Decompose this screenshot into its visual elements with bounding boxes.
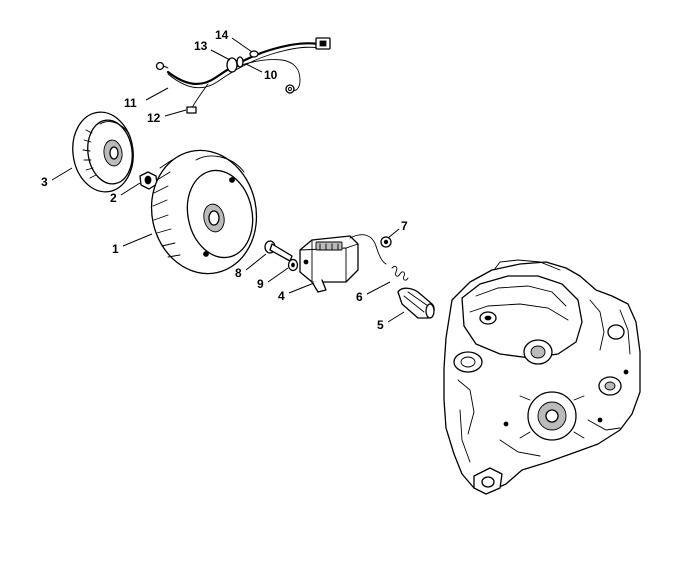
callout-9: 9 — [257, 277, 264, 291]
callout-leaders — [51, 37, 405, 323]
callout-14: 14 — [215, 28, 229, 42]
wiring-harness — [155, 37, 331, 114]
callout-7: 7 — [401, 219, 408, 233]
callout-2: 2 — [110, 191, 117, 205]
part-8-screw — [264, 240, 293, 262]
callout-labels: 1 2 3 4 5 6 7 8 9 10 11 12 13 14 — [41, 28, 408, 332]
part-1-flywheel — [150, 149, 258, 275]
part-5-spark-plug-boot — [397, 287, 435, 319]
part-6-spring — [391, 265, 409, 281]
callout-4: 4 — [278, 289, 285, 303]
callout-13: 13 — [194, 39, 208, 53]
callout-5: 5 — [377, 318, 384, 332]
callout-10: 10 — [264, 68, 278, 82]
part-4-ignition-module — [299, 234, 387, 293]
part-9-washer — [287, 258, 299, 272]
part-7-nut — [380, 236, 392, 248]
callout-3: 3 — [41, 175, 48, 189]
engine-housing — [443, 259, 641, 495]
part-3-starter-cup — [72, 111, 134, 193]
callout-6: 6 — [356, 290, 363, 304]
part-2-nut — [139, 171, 158, 190]
callout-8: 8 — [235, 266, 242, 280]
callout-1: 1 — [112, 242, 119, 256]
callout-11: 11 — [124, 96, 137, 110]
callout-12: 12 — [147, 111, 161, 125]
